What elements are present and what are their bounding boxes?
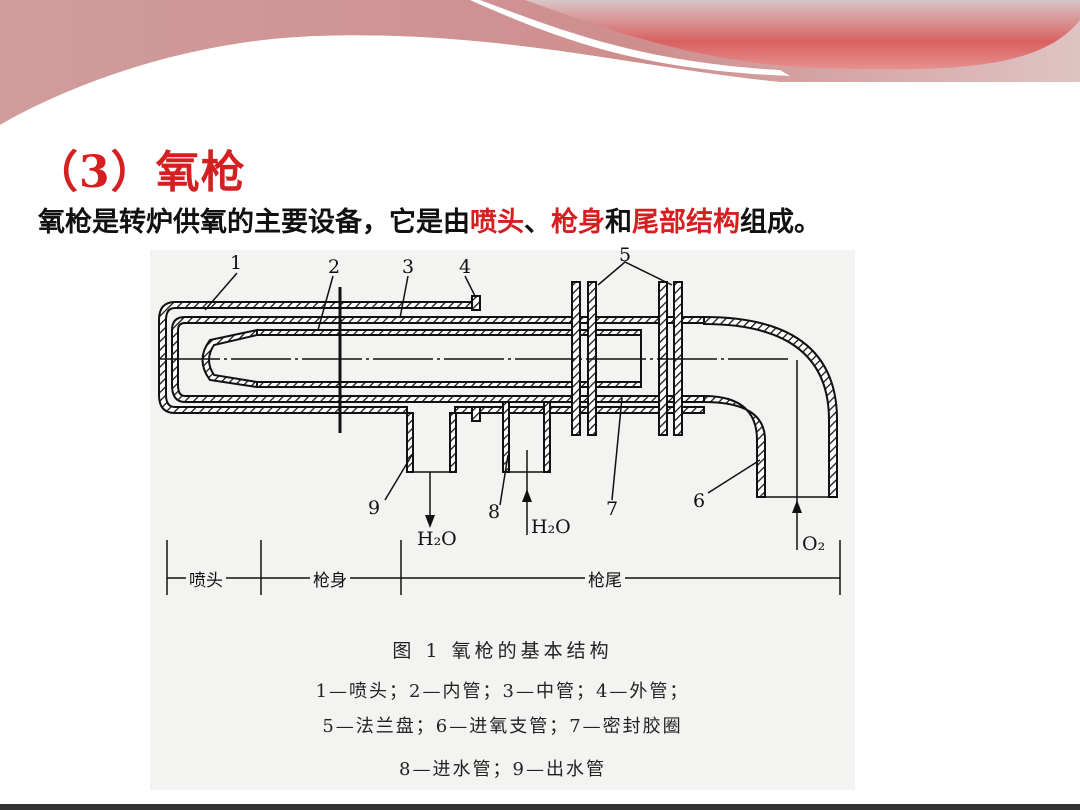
part-label-8: 8	[488, 501, 501, 523]
part-label-7: 7	[606, 498, 619, 520]
highlight-tail: 尾部结构	[632, 207, 740, 238]
header-decoration	[0, 0, 1080, 130]
inner-tube-bottom	[256, 381, 642, 388]
slide-subtitle: 氧枪是转炉供氧的主要设备，它是由喷头、枪身和尾部结构组成。	[38, 200, 821, 239]
highlight-body: 枪身	[551, 207, 605, 238]
slide-title: （3）氧枪	[34, 147, 246, 198]
subtitle-text: 、	[524, 207, 551, 238]
bottom-bar	[0, 804, 1080, 810]
legend-line-1: 1—喷头；2—内管；3—中管；4—外管；	[315, 681, 690, 702]
subtitle-text: 氧枪是转炉供氧的主要设备，它是由	[38, 207, 470, 238]
arrow-up-icon	[522, 489, 532, 502]
subtitle-text: 组成。	[740, 207, 821, 238]
highlight-nozzle: 喷头	[470, 207, 524, 238]
figure-caption: 图 1 氧枪的基本结构	[392, 640, 613, 662]
arrow-down-icon	[425, 515, 435, 528]
nozzle	[201, 328, 258, 389]
legend-line-2: 5—法兰盘；6—进氧支管；7—密封胶圈	[322, 716, 683, 737]
section-nozzle: 喷头	[186, 566, 226, 591]
part-label-2: 2	[328, 256, 341, 278]
water-outlet-pipe-right	[449, 412, 457, 473]
arrow-up-icon	[792, 500, 802, 513]
outer-tube	[158, 301, 481, 414]
section-body: 枪身	[310, 566, 350, 591]
water-out-label: H₂O	[417, 528, 457, 550]
section-tail: 枪尾	[585, 566, 625, 591]
part-label-3: 3	[402, 256, 415, 278]
oxygen-lance-diagram	[158, 261, 841, 595]
inner-tube-top	[256, 329, 642, 336]
part-label-6: 6	[693, 490, 706, 512]
oxygen-in-label: O₂	[802, 533, 826, 555]
water-inlet-pipe-right	[543, 401, 551, 473]
part-label-4: 4	[459, 256, 472, 278]
oxygen-lance-figure: 1 2 3 4 5 6 7 8 9 H₂O H₂O O₂ 喷头 枪身 枪尾	[150, 244, 855, 790]
part-label-5: 5	[619, 244, 632, 266]
water-in-label: H₂O	[531, 516, 571, 538]
part-label-1: 1	[230, 252, 243, 274]
legend-line-3: 8—进水管；9—出水管	[399, 759, 606, 780]
part4-ring	[471, 295, 481, 311]
oxygen-branch-pipe	[703, 315, 838, 498]
subtitle-text: 和	[605, 207, 632, 238]
water-inlet-pipe-left	[502, 401, 510, 473]
part-label-9: 9	[368, 497, 381, 519]
